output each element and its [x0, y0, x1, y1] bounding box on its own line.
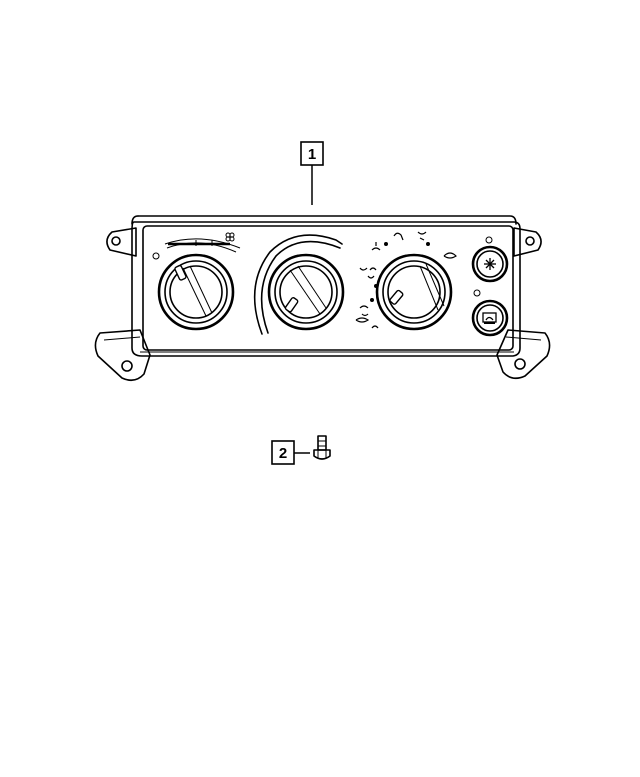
mode-knob-pointer [389, 289, 404, 305]
fan-icon [225, 232, 235, 242]
callout-2-label: 2 [279, 445, 287, 462]
callout-1[interactable]: 1 [300, 141, 324, 166]
recirc-indicator-dot [473, 289, 481, 297]
vent-mode-icon [371, 242, 381, 251]
fan-indicator-dot [152, 252, 160, 260]
mode-selector-knob[interactable] [355, 231, 457, 331]
mounting-tab-top-left [106, 227, 137, 257]
hvac-control-panel[interactable] [94, 215, 551, 382]
faceplate [142, 225, 514, 351]
callout-1-label: 1 [308, 146, 316, 163]
ac-indicator-dot [485, 236, 493, 244]
mounting-tab-top-right [513, 227, 542, 257]
mounting-bracket-left [94, 329, 151, 382]
recirculation-icon [482, 312, 497, 324]
callout-2[interactable]: 2 [271, 440, 295, 465]
temp-knob-pointer [284, 297, 299, 313]
fan-knob-pointer [174, 264, 187, 281]
floor-mode-icon [417, 231, 427, 241]
mounting-bracket-right [496, 329, 551, 380]
mix-mode-icon [359, 305, 369, 317]
snowflake-icon [484, 258, 496, 270]
bilevel-mode-icon [393, 232, 404, 241]
screw-fastener[interactable] [313, 435, 331, 460]
ac-button[interactable] [471, 236, 509, 283]
temperature-knob[interactable] [253, 234, 345, 335]
panel-mode-icon [359, 267, 368, 271]
defrost-floor-icon [355, 317, 370, 323]
fan-speed-knob[interactable] [152, 232, 241, 331]
defrost-mode-icon [443, 252, 457, 259]
recirculation-button[interactable] [471, 289, 509, 337]
mode-icons [355, 231, 457, 329]
